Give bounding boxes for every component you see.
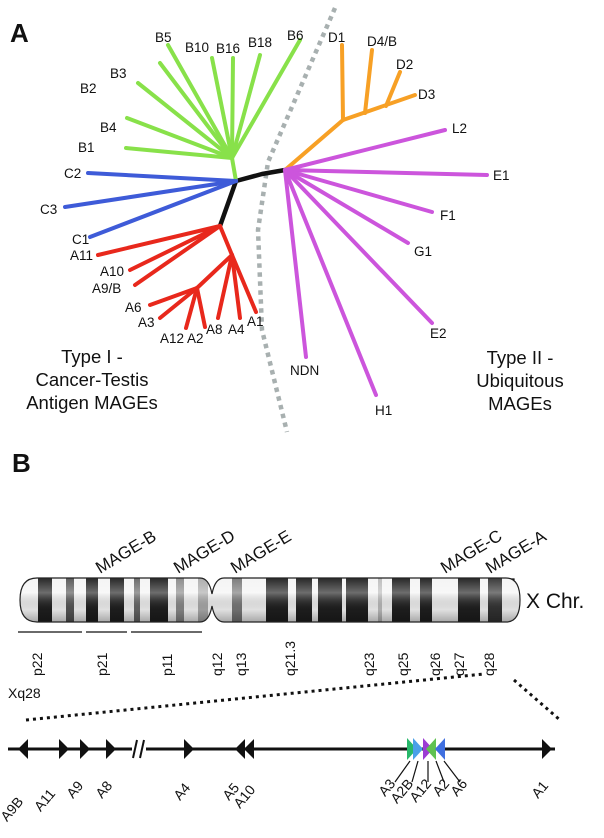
family-label-mage-e: MAGE-E xyxy=(227,527,294,578)
gene-label-a6: A6 xyxy=(447,775,470,799)
leaf-label-b3: B3 xyxy=(110,66,127,81)
leaf-label-e1: E1 xyxy=(493,168,510,183)
leaf-label-d3: D3 xyxy=(418,87,435,102)
zoom-lines xyxy=(25,672,561,722)
band-label-q26: q26 xyxy=(427,652,443,676)
leaf-label-c2: C2 xyxy=(64,166,81,181)
band-label-q28: q28 xyxy=(481,652,497,676)
gene-label-a9: A9 xyxy=(63,777,86,801)
panel-b: B MAGE-B MAGE-D MAGE-E MAGE-C MAGE-A xyxy=(0,448,584,824)
leaf-label-a1: A1 xyxy=(247,314,264,329)
leaf-label-a8: A8 xyxy=(206,322,223,337)
band-label-p22: p22 xyxy=(29,652,45,676)
gene-label-a8: A8 xyxy=(92,777,115,801)
type-divider-line xyxy=(255,7,338,433)
leaf-label-d4b: D4/B xyxy=(367,34,397,49)
leaf-label-b1: B1 xyxy=(78,140,95,155)
clade-e-branches xyxy=(283,128,489,397)
band-label-q21-3: q21.3 xyxy=(282,641,298,676)
leaf-label-c1: C1 xyxy=(72,232,89,247)
clade-b-labels: B1 B2 B3 B4 B5 B10 B16 B18 B6 xyxy=(78,28,304,155)
svg-text:Ubiquitous: Ubiquitous xyxy=(476,370,563,391)
leaf-label-a2: A2 xyxy=(187,331,204,346)
family-label-mage-d: MAGE-D xyxy=(170,526,238,577)
clade-e-labels: L2 E1 F1 G1 E2 H1 NDN xyxy=(290,121,510,418)
clade-a-labels: A11 A10 A9/B A6 A3 A12 A2 A8 A4 A1 xyxy=(70,248,264,346)
svg-text:Type I -: Type I - xyxy=(61,346,123,367)
clade-a-branches xyxy=(96,224,258,330)
clade-d-branches xyxy=(283,43,417,172)
leaf-label-a12: A12 xyxy=(160,331,184,346)
leaf-label-d1: D1 xyxy=(328,30,345,45)
leaf-label-b2: B2 xyxy=(80,81,97,96)
x-chromosome-ideogram xyxy=(19,577,521,623)
leaf-label-h1: H1 xyxy=(375,403,392,418)
leaf-label-f1: F1 xyxy=(440,208,456,223)
clade-c-labels: C1 C2 C3 xyxy=(40,166,89,247)
clade-c-branches xyxy=(63,171,238,239)
leaf-label-b6: B6 xyxy=(287,28,304,43)
leaf-label-a9b: A9/B xyxy=(92,281,121,296)
leaf-label-b18: B18 xyxy=(248,35,272,50)
svg-text:Type II -: Type II - xyxy=(487,347,554,368)
type-1-label: Type I - Cancer-Testis Antigen MAGEs xyxy=(26,346,158,413)
tree-stem xyxy=(217,167,286,227)
type-2-label: Type II - Ubiquitous MAGEs xyxy=(476,347,563,414)
leaf-label-b5: B5 xyxy=(155,30,172,45)
clade-b-branches xyxy=(124,38,302,183)
band-label-q23: q23 xyxy=(361,652,377,676)
svg-text:Antigen MAGEs: Antigen MAGEs xyxy=(26,392,158,413)
gene-label-a9b: A9B xyxy=(0,794,26,825)
chromosome-label: X Chr. xyxy=(526,590,584,613)
leaf-label-a11: A11 xyxy=(70,248,93,263)
band-label-p11: p11 xyxy=(159,653,175,676)
leaf-label-e2: E2 xyxy=(430,326,447,341)
gene-label-a11: A11 xyxy=(31,785,59,814)
svg-text:MAGEs: MAGEs xyxy=(488,393,552,414)
leaf-label-d2: D2 xyxy=(396,57,413,72)
band-label-p21: p21 xyxy=(94,652,110,676)
leaf-label-a10: A10 xyxy=(100,264,124,279)
gene-label-a4: A4 xyxy=(170,779,193,803)
band-label-q25: q25 xyxy=(395,652,411,676)
leaf-label-a3: A3 xyxy=(138,315,155,330)
leaf-label-g1: G1 xyxy=(414,244,432,259)
leaf-label-c3: C3 xyxy=(40,202,57,217)
svg-text:Cancer-Testis: Cancer-Testis xyxy=(35,369,148,390)
band-label-q13: q13 xyxy=(233,652,249,676)
leaf-label-ndn: NDN xyxy=(290,363,319,378)
leaf-label-a6: A6 xyxy=(125,300,142,315)
panel-a: A xyxy=(10,7,564,433)
clade-d-labels: D1 D4/B D2 D3 xyxy=(328,30,435,102)
leaf-label-l2: L2 xyxy=(452,121,467,136)
xq28-gene-map xyxy=(8,738,555,783)
panel-a-letter: A xyxy=(10,18,29,48)
region-label-xq28: Xq28 xyxy=(8,685,41,701)
leaf-label-a4: A4 xyxy=(228,322,245,337)
family-label-mage-b: MAGE-B xyxy=(92,527,159,578)
panel-b-letter: B xyxy=(12,448,31,478)
gene-label-a1: A1 xyxy=(528,777,551,801)
leaf-label-b10: B10 xyxy=(185,40,209,55)
leaf-label-b4: B4 xyxy=(100,120,117,135)
band-label-q27: q27 xyxy=(451,652,467,676)
band-label-q12: q12 xyxy=(209,652,225,676)
leaf-label-b16: B16 xyxy=(216,41,240,56)
